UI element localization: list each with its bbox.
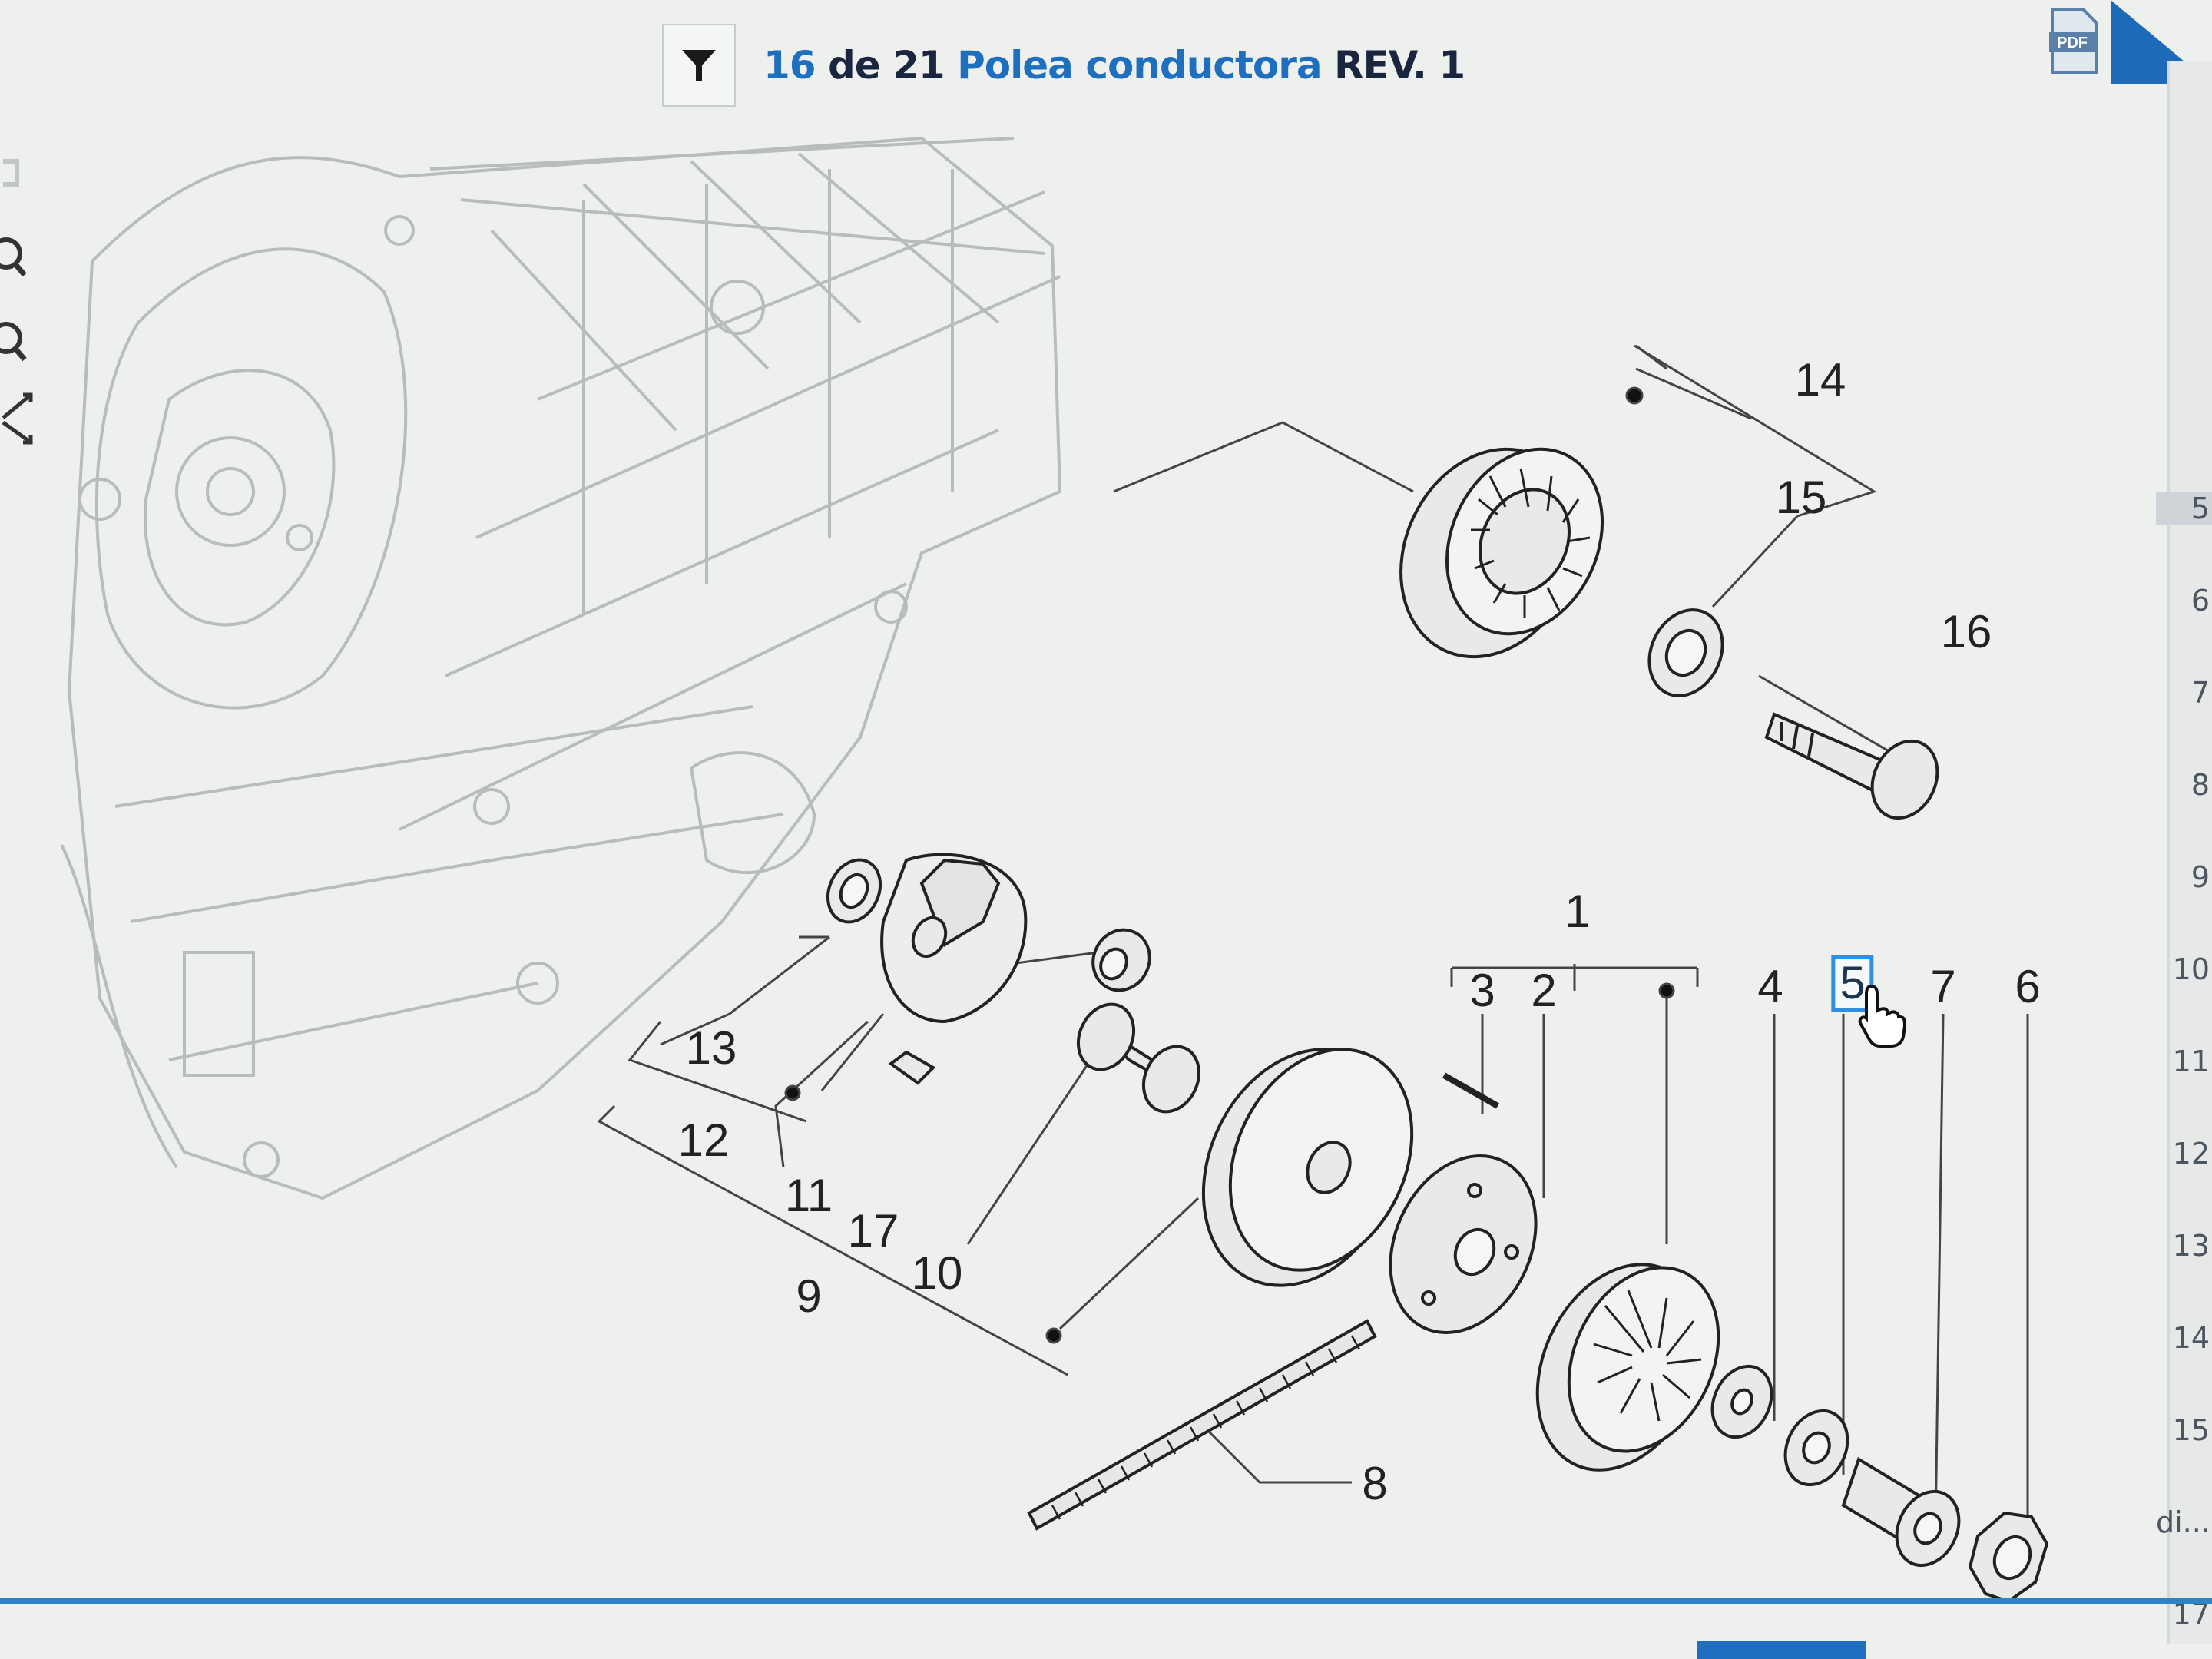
expand-icon: [2, 392, 33, 445]
bottom-tab[interactable]: [1697, 1641, 1866, 1659]
bottom-divider: [0, 1598, 2212, 1604]
callout-12[interactable]: 12: [677, 1114, 730, 1166]
filter-button[interactable]: [662, 24, 736, 107]
svg-text:PDF: PDF: [2057, 35, 2088, 51]
page-title: 16 de 21 Polea conductora REV. 1: [763, 43, 1465, 88]
callout-14[interactable]: 14: [1794, 354, 1846, 406]
zoom-in-tool[interactable]: [0, 230, 46, 284]
revision-label: REV. 1: [1334, 43, 1465, 88]
engine-case-outline: [60, 136, 1062, 1200]
page-index-item[interactable]: 7: [2190, 676, 2210, 710]
hand-cursor-icon: [1858, 984, 1906, 1048]
leader-lines: [597, 344, 2029, 1536]
callout-16[interactable]: 16: [1940, 606, 1992, 657]
zoom-in-icon: [0, 237, 27, 277]
callout-1[interactable]: 1: [1565, 886, 1591, 937]
callout-2[interactable]: 2: [1531, 965, 1557, 1016]
page-index-item[interactable]: 13: [2172, 1229, 2210, 1263]
page-index-item[interactable]: di...: [2156, 1505, 2210, 1539]
parts: [826, 447, 2049, 1604]
callout-3[interactable]: 3: [1469, 965, 1495, 1016]
section-title: Polea conductora: [957, 43, 1322, 88]
callout-15[interactable]: 15: [1775, 472, 1827, 523]
callout-7[interactable]: 7: [1930, 961, 1956, 1012]
fit-tool[interactable]: [0, 392, 46, 445]
rotate-tool[interactable]: [0, 146, 46, 200]
callout-6[interactable]: 6: [2015, 961, 2041, 1012]
page-sep: de: [815, 43, 893, 88]
page-index-sidebar: 5 6 7 8 9 10 11 12 13 14 15 di... 17: [2156, 61, 2212, 1644]
page-index-item[interactable]: 14: [2172, 1321, 2210, 1355]
callout-8[interactable]: 8: [1362, 1458, 1388, 1509]
callout-9[interactable]: 9: [796, 1270, 822, 1322]
page-index-item[interactable]: 6: [2190, 584, 2210, 618]
rotate-icon: [3, 159, 19, 187]
callout-4[interactable]: 4: [1757, 961, 1783, 1012]
callout-13[interactable]: 13: [685, 1022, 737, 1074]
pdf-button[interactable]: PDF: [2046, 6, 2101, 75]
pdf-icon: PDF: [2049, 8, 2098, 74]
page-current: 16: [763, 43, 816, 88]
callout-10[interactable]: 10: [911, 1247, 963, 1299]
page-index-item[interactable]: 12: [2172, 1137, 2210, 1171]
page-index-item[interactable]: 11: [2172, 1045, 2210, 1078]
callout-11[interactable]: 11: [784, 1170, 833, 1221]
page-header: 16 de 21 Polea conductora REV. 1: [662, 23, 1469, 108]
page-index-item[interactable]: 5: [2156, 492, 2212, 525]
page-index-item[interactable]: 8: [2190, 768, 2210, 802]
page-total: 21: [892, 43, 945, 88]
zoom-out-tool[interactable]: [0, 315, 46, 369]
zoom-out-icon: [0, 322, 27, 362]
callout-17[interactable]: 17: [847, 1205, 899, 1257]
filter-icon: [682, 50, 716, 81]
page-index-item[interactable]: 15: [2172, 1413, 2210, 1447]
page-index-item[interactable]: 9: [2190, 860, 2210, 894]
page-index-item[interactable]: 10: [2172, 952, 2210, 986]
